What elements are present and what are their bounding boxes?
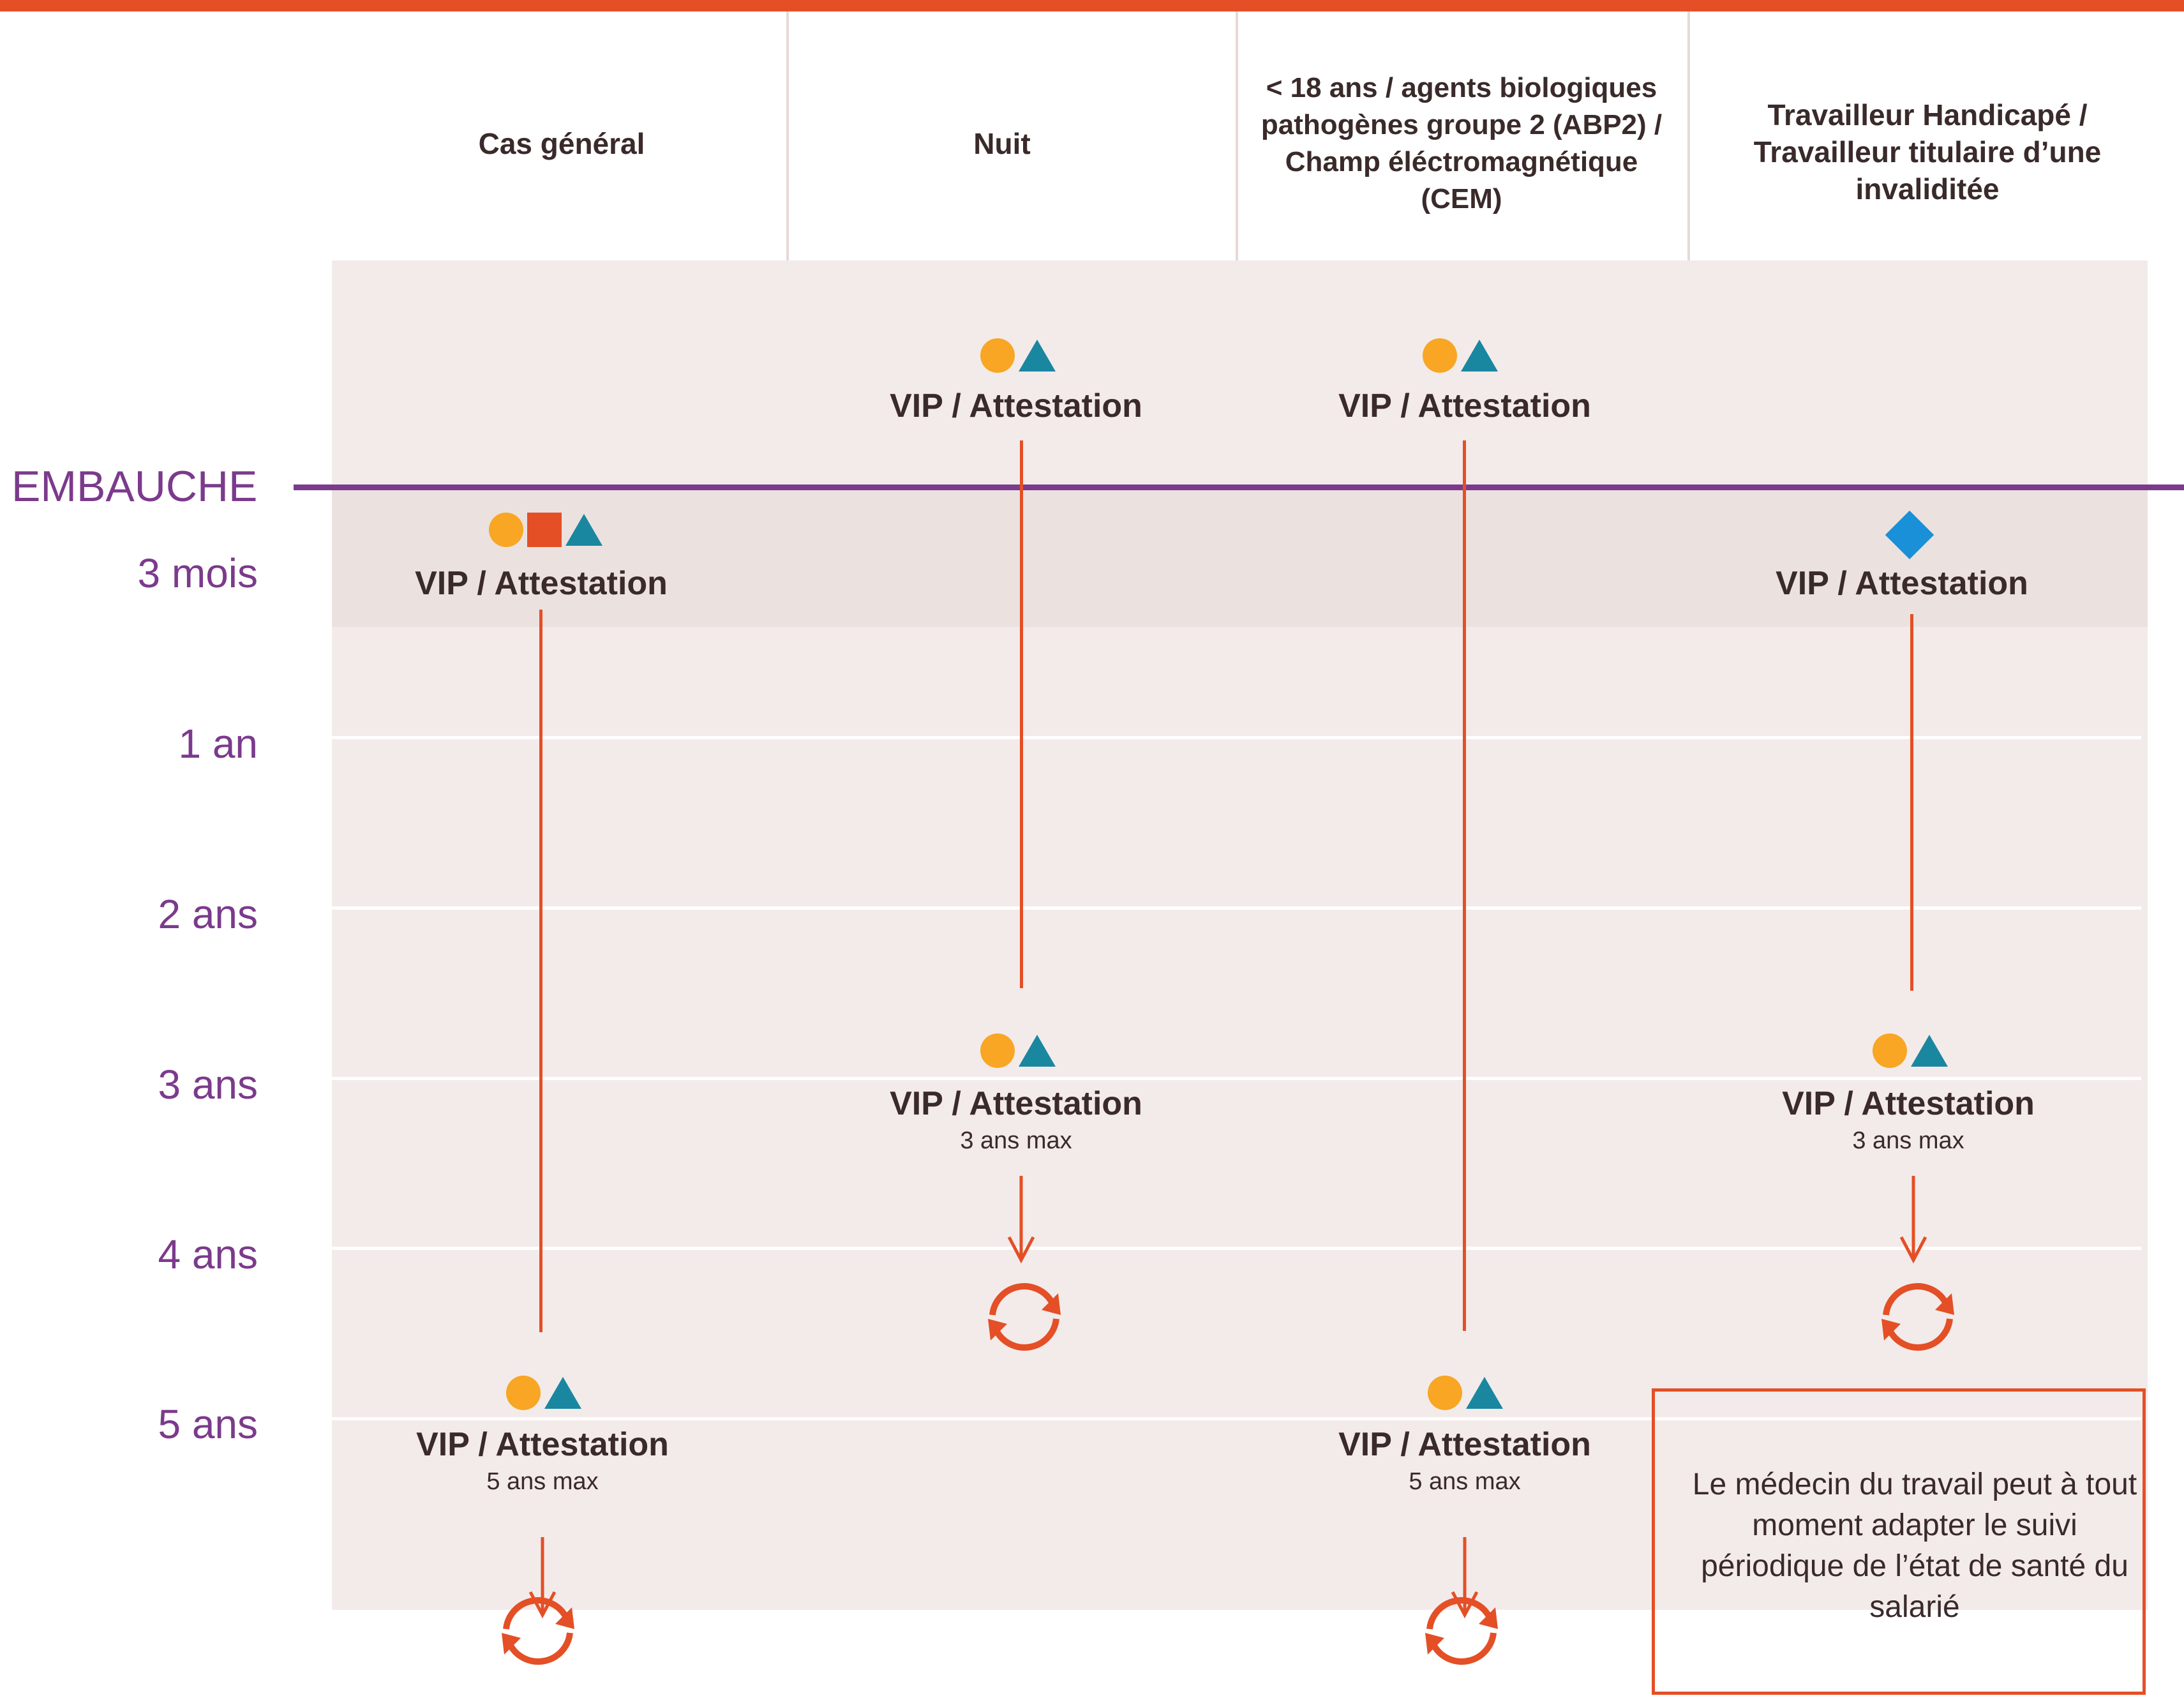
timeline-connector (539, 610, 542, 1332)
visit-icons (1423, 336, 1498, 375)
triangle-icon (1461, 340, 1498, 372)
gridline-4-ans (332, 1247, 2141, 1250)
first-period-band (332, 486, 2148, 627)
triangle-icon (565, 514, 602, 546)
note-text: Le médecin du travail peut à tout moment… (1692, 1468, 2137, 1624)
cycle-icon (1881, 1283, 1954, 1351)
visit-label: VIP / Attestation (415, 565, 668, 602)
time-label-4-ans: 4 ans (158, 1231, 258, 1277)
visit-max-interval: 5 ans max (486, 1468, 599, 1495)
visit-icons (489, 511, 602, 549)
circle-icon (980, 338, 1015, 373)
visit-max-interval: 3 ans max (960, 1127, 1072, 1154)
note-box (1652, 1388, 2146, 1695)
column-divider (1687, 11, 1690, 262)
visit-label: VIP / Attestation (416, 1426, 669, 1463)
visit-label: VIP / Attestation (890, 387, 1142, 424)
circle-icon (506, 1376, 541, 1410)
column-header-mineurs-abp2-cem: < 18 ans / agents biologiques pathogènes… (1245, 38, 1679, 249)
triangle-icon (1019, 340, 1056, 372)
circle-icon (489, 513, 523, 547)
column-divider (786, 11, 789, 262)
time-label-2-ans: 2 ans (158, 891, 258, 937)
visit-label: VIP / Attestation (1782, 1085, 2035, 1122)
embauche-line (294, 484, 2184, 490)
circle-icon (1423, 338, 1457, 373)
cycle-icon (502, 1597, 574, 1665)
gridline-2-ans (332, 906, 2141, 910)
visit-label: VIP / Attestation (1338, 387, 1591, 424)
timeline-connector (1463, 440, 1466, 1331)
visit-label: VIP / Attestation (1776, 565, 2028, 602)
triangle-icon (1911, 1035, 1948, 1067)
time-label-3-ans: 3 ans (158, 1062, 258, 1108)
column-header-nuit: Nuit (791, 38, 1213, 249)
circle-icon (1428, 1376, 1462, 1410)
column-header-travailleur-handicape: Travailleur Handicapé / Travailleur titu… (1710, 69, 2144, 235)
column-header-label: Travailleur Handicapé / Travailleur titu… (1753, 98, 2102, 206)
visit-max-interval: 5 ans max (1409, 1468, 1521, 1495)
visit-max-interval: 3 ans max (1852, 1127, 1964, 1154)
timeline-connector (1910, 614, 1913, 991)
visit-icons (1873, 1032, 1948, 1070)
timeline-connector (1020, 440, 1023, 988)
time-label-5-ans: 5 ans (158, 1401, 258, 1447)
diamond-icon (1885, 510, 1934, 560)
visit-label: VIP / Attestation (1338, 1426, 1591, 1463)
triangle-icon (1466, 1377, 1503, 1409)
visit-icons (1885, 510, 1934, 560)
time-label-3-mois: 3 mois (137, 550, 258, 596)
gridline-5-ans (332, 1417, 2141, 1420)
time-label-1-an: 1 an (178, 721, 258, 767)
column-header-label: Cas général (478, 127, 645, 160)
embauche-label: EMBAUCHE (11, 462, 258, 511)
top-accent-bar (0, 0, 2184, 11)
gridline-1-an (332, 736, 2141, 739)
column-divider (1236, 11, 1238, 262)
column-header-label: < 18 ans / agents biologiques pathogènes… (1260, 72, 1663, 214)
cycle-icon (988, 1283, 1061, 1351)
visit-icons (506, 1374, 581, 1412)
circle-icon (1873, 1033, 1907, 1068)
visit-label: VIP / Attestation (890, 1085, 1142, 1122)
circle-icon (980, 1033, 1015, 1068)
cycle-icon (1425, 1597, 1498, 1665)
arrow-down-icon (1007, 1176, 1035, 1264)
triangle-icon (544, 1377, 581, 1409)
visit-icons (1428, 1374, 1503, 1412)
arrow-down-icon (1899, 1176, 1927, 1264)
square-icon (527, 513, 562, 547)
visit-icons (980, 1032, 1056, 1070)
visit-icons (980, 336, 1056, 375)
column-header-label: Nuit (973, 127, 1031, 160)
triangle-icon (1019, 1035, 1056, 1067)
gridline-3-ans (332, 1077, 2141, 1080)
column-header-cas-general: Cas général (357, 38, 766, 249)
